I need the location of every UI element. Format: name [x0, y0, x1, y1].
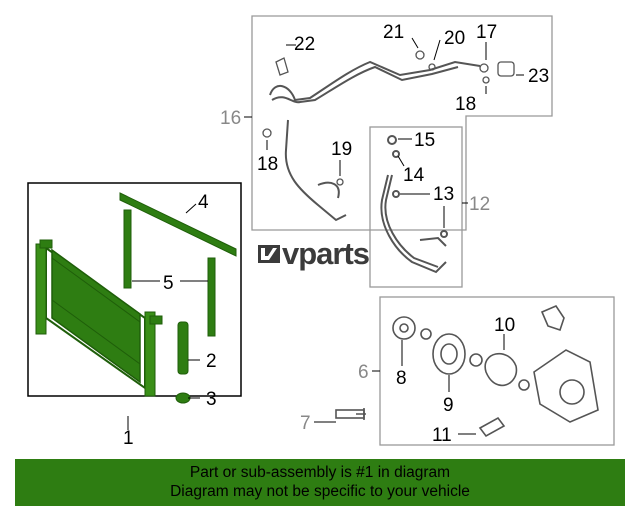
callout-18-b: 18 — [257, 154, 278, 175]
callout-19: 19 — [331, 139, 352, 160]
callout-3: 3 — [206, 389, 217, 410]
seal-strip-part-5-left[interactable] — [123, 209, 132, 289]
callout-8: 8 — [396, 368, 407, 389]
callout-23: 23 — [528, 66, 549, 87]
callout-22: 22 — [294, 34, 315, 55]
left-leaders — [127, 203, 208, 430]
compressor-parts[interactable] — [335, 305, 599, 438]
callout-16: 16 — [220, 108, 241, 129]
callout-12: 12 — [469, 194, 490, 215]
callout-13: 13 — [433, 184, 454, 205]
callout-5: 5 — [163, 273, 174, 294]
callout-14: 14 — [403, 165, 425, 186]
callout-15: 15 — [414, 130, 435, 151]
callout-20: 20 — [444, 28, 465, 49]
callout-4: 4 — [198, 192, 209, 213]
plug-part-3[interactable] — [175, 392, 191, 404]
watermark-logo: vparts — [258, 236, 370, 271]
callout-10: 10 — [494, 315, 515, 336]
hose-fittings — [262, 50, 515, 186]
banner-line-2: Diagram may not be specific to your vehi… — [170, 483, 470, 500]
seal-strip-part-5-right[interactable] — [207, 257, 216, 337]
middle-leaders — [397, 138, 468, 228]
lower-leaders — [314, 334, 505, 435]
callout-1: 1 — [123, 428, 134, 449]
callout-7: 7 — [300, 413, 311, 434]
seal-strip-part-4[interactable] — [119, 192, 237, 257]
watermark-text: vparts — [282, 236, 370, 271]
banner-line-1: Part or sub-assembly is #1 in diagram — [189, 464, 451, 481]
condenser-group-box — [27, 182, 242, 397]
upper-leaders — [244, 37, 524, 176]
tube-group-box — [369, 126, 463, 288]
hose-group-box — [251, 15, 553, 231]
callout-11: 11 — [432, 425, 452, 446]
liquid-tube-part-12[interactable] — [380, 135, 448, 274]
hose-pipe-part-16[interactable] — [269, 60, 481, 222]
condenser-assembly[interactable] — [35, 239, 163, 397]
callout-2: 2 — [206, 351, 217, 372]
callout-9: 9 — [443, 395, 454, 416]
callout-17: 17 — [476, 22, 497, 43]
callout-18-a: 18 — [455, 94, 476, 115]
callout-21: 21 — [383, 22, 404, 43]
info-banner: Part or sub-assembly is #1 in diagram Di… — [15, 459, 625, 506]
receiver-drier-part-2[interactable] — [177, 321, 189, 375]
lvparts-logo-icon — [258, 245, 280, 263]
callout-6: 6 — [358, 362, 369, 383]
